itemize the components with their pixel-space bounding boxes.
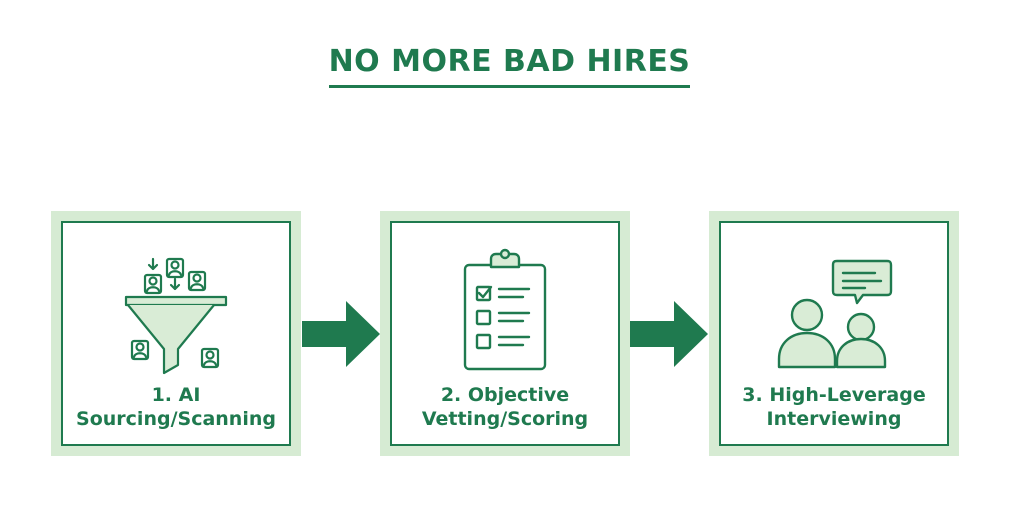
clipboard-checklist-icon — [463, 248, 547, 371]
step-label-line2: Sourcing/Scanning — [76, 408, 276, 430]
step-card-interviewing: 3. High-Leverage Interviewing — [709, 211, 959, 456]
step-label: 1. AI Sourcing/Scanning — [63, 383, 289, 431]
step-card-inner: 2. Objective Vetting/Scoring — [390, 221, 620, 446]
step-card-vetting: 2. Objective Vetting/Scoring — [380, 211, 630, 456]
arrow-right-icon — [302, 301, 380, 367]
funnel-icon — [124, 257, 228, 375]
step-label-line1: 1. AI — [151, 384, 201, 406]
arrow-right-icon — [630, 301, 708, 367]
page-title: NO MORE BAD HIRES — [328, 44, 691, 88]
step-label: 3. High-Leverage Interviewing — [721, 383, 947, 431]
step-card-inner: 3. High-Leverage Interviewing — [719, 221, 949, 446]
step-label-line1: 3. High-Leverage — [742, 384, 926, 406]
step-label-line2: Interviewing — [766, 408, 902, 430]
step-label-line1: 2. Objective — [440, 384, 570, 406]
step-label-line2: Vetting/Scoring — [421, 408, 589, 430]
step-card-inner: 1. AI Sourcing/Scanning — [61, 221, 291, 446]
title-wrapper: NO MORE BAD HIRES — [0, 44, 1019, 88]
interview-chat-icon — [777, 259, 893, 369]
step-label: 2. Objective Vetting/Scoring — [392, 383, 618, 431]
step-card-sourcing: 1. AI Sourcing/Scanning — [51, 211, 301, 456]
